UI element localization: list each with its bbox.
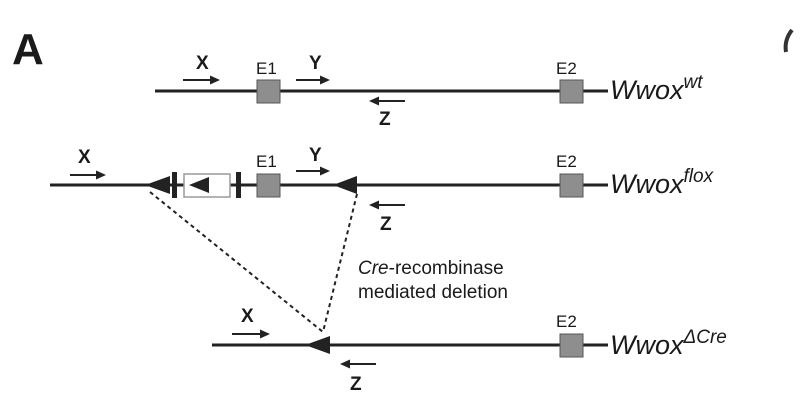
flox-allele-name: Wwoxflox — [610, 166, 715, 199]
wt-exon1-label: E1 — [256, 59, 277, 78]
wt-primer-z-label: Z — [379, 109, 391, 130]
wt-primer-x-label: X — [196, 53, 209, 74]
flox-exon2 — [559, 173, 584, 198]
cre-annotation-line1: Cre-recombinase — [358, 258, 504, 279]
wt-exon2 — [559, 79, 584, 104]
next-panel-edge — [783, 28, 794, 53]
flox-exon1 — [256, 173, 281, 198]
delta-exon2 — [559, 333, 584, 358]
delta-primer-z-arrow — [340, 359, 376, 369]
frt-bar-right — [236, 172, 241, 198]
flox-exon2-label: E2 — [556, 152, 577, 171]
delta-primer-x-label: X — [241, 306, 254, 327]
delta-allele-name: WwoxΔCre — [610, 327, 727, 360]
loxp-site-1 — [145, 176, 170, 194]
delta-exon2-label: E2 — [556, 312, 577, 331]
flox-primer-z-label: Z — [380, 214, 392, 235]
flox-primer-y-arrow — [296, 166, 330, 176]
flox-exon1-label: E1 — [256, 152, 277, 171]
allele-wt: E1 E2 X Y Z Wwoxwt — [155, 53, 703, 130]
frt-bar-left — [172, 172, 177, 198]
cre-annotation-line2: mediated deletion — [358, 282, 508, 303]
wt-primer-y-label: Y — [309, 53, 322, 74]
wt-exon1 — [256, 79, 281, 104]
delta-primer-x-arrow — [232, 329, 270, 339]
wt-primer-z-arrow — [369, 96, 405, 106]
deletion-lines — [149, 191, 358, 333]
loxp-site-2 — [333, 176, 357, 194]
deletion-line-right — [322, 193, 358, 333]
allele-flox: E1 E2 X Y Z Wwoxflox — [50, 145, 715, 235]
wt-exon2-label: E2 — [556, 59, 577, 78]
flox-primer-x-arrow — [70, 170, 106, 180]
flox-primer-y-label: Y — [309, 145, 322, 166]
delta-primer-z-label: Z — [350, 374, 362, 395]
deletion-line-left — [149, 191, 324, 333]
loxp-site-remaining — [305, 336, 330, 354]
wt-allele-name: Wwoxwt — [610, 72, 703, 105]
allele-delta: E2 X Z WwoxΔCre — [212, 306, 727, 395]
panel-label: A — [12, 25, 44, 74]
wt-primer-x-arrow — [183, 75, 220, 85]
wt-primer-y-arrow — [296, 75, 330, 85]
flox-primer-z-arrow — [369, 200, 405, 210]
flox-primer-x-label: X — [78, 147, 91, 168]
cassette-arrow — [189, 177, 209, 193]
